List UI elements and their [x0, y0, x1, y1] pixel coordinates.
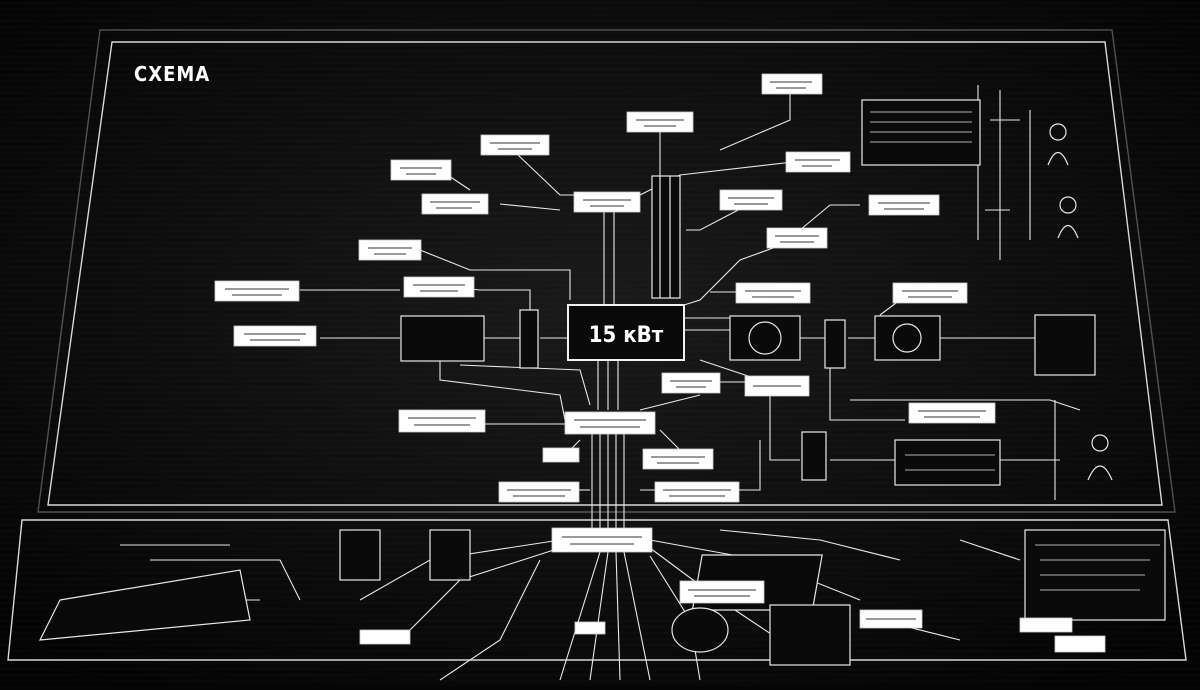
component-label [421, 193, 489, 215]
lower-platform [38, 569, 251, 641]
figure-icon [1091, 434, 1109, 452]
figure-icon [1087, 465, 1113, 481]
component-label [564, 411, 656, 435]
component-label [398, 409, 486, 433]
cabinet-device [1034, 314, 1096, 376]
motor-icon [748, 321, 782, 355]
component-labels [214, 73, 1106, 653]
component-label [766, 227, 828, 249]
lower-reel [671, 607, 729, 653]
panel-grid [870, 111, 1160, 591]
power-block-frame [567, 304, 685, 361]
component-label [358, 239, 422, 261]
power-rating-label: 15 кВт [589, 323, 664, 348]
component-label [626, 111, 694, 133]
control-panel [861, 99, 981, 166]
component-label [892, 282, 968, 304]
component-label [214, 280, 300, 302]
upper-panel-frame [47, 41, 1163, 506]
page-title: СХЕМА [134, 62, 211, 86]
component-label [735, 282, 811, 304]
lower-module-c [339, 529, 381, 581]
figure-icons [1047, 123, 1113, 481]
lower-panel-frame [7, 519, 1187, 661]
component-label [908, 402, 996, 424]
upper-panel-outer-frame [37, 29, 1176, 513]
lower-module-d [429, 529, 471, 581]
figure-icon [1059, 196, 1077, 214]
component-label [868, 194, 940, 216]
component-label [654, 481, 740, 503]
component-label [1054, 635, 1106, 653]
wiring [100, 85, 1081, 681]
component-label [542, 447, 580, 463]
meter-device [801, 431, 827, 481]
fan-icon [892, 323, 922, 353]
component-label [359, 629, 411, 645]
component-label [480, 134, 550, 156]
component-label [573, 191, 641, 213]
figure-icon [1057, 224, 1079, 239]
component-label [551, 527, 653, 553]
figure-icon [1047, 151, 1069, 166]
component-label [642, 448, 714, 470]
left-block [400, 315, 485, 362]
hardware-blocks [38, 99, 1166, 666]
component-label [761, 73, 823, 95]
vertical-bus-module [651, 175, 681, 299]
figure-icon [1049, 123, 1067, 141]
component-label [1019, 617, 1073, 633]
power-block: 15 кВт [567, 304, 685, 361]
component-label [785, 151, 851, 173]
terminal-strip [894, 439, 1001, 486]
fuse-right [824, 319, 846, 369]
component-label [403, 276, 475, 298]
component-label [574, 621, 606, 635]
component-label [498, 481, 580, 503]
lower-module-b [769, 604, 851, 666]
component-label [719, 189, 783, 211]
panel-frames [7, 29, 1187, 661]
component-label-marks [225, 81, 986, 620]
fuse-left [519, 309, 539, 369]
component-label [661, 372, 721, 394]
component-label [390, 159, 452, 181]
component-label [233, 325, 317, 347]
component-label [679, 580, 765, 604]
